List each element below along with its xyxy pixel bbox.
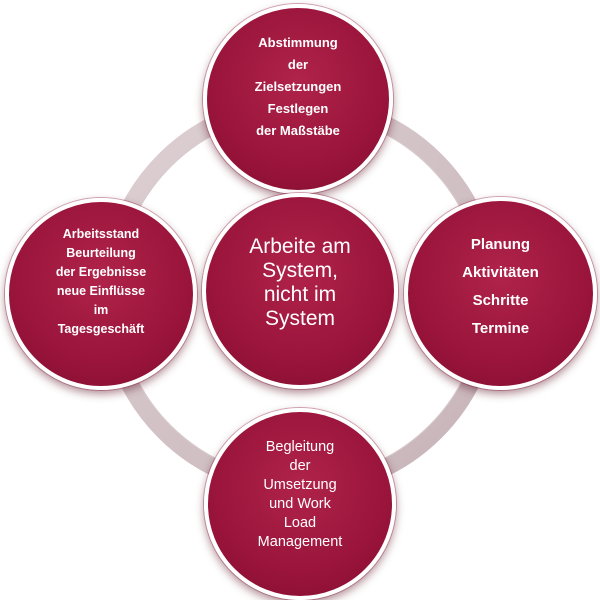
- node-center-principle-line: nicht im: [263, 283, 337, 306]
- node-implementation: Begleitung der Umsetzung und Work Load M…: [204, 408, 396, 600]
- node-center-principle-line: Arbeite am: [249, 235, 351, 258]
- node-implementation-text: Begleitung der Umsetzung und Work Load M…: [250, 438, 351, 552]
- node-status-review-line: im: [93, 303, 109, 317]
- node-status-review-line: der Ergebnisse: [55, 265, 147, 279]
- node-goal-setting-line: der: [287, 57, 309, 72]
- node-center-principle: Arbeite am System, nicht im System: [202, 193, 398, 389]
- node-status-review-line: Arbeitsstand: [62, 227, 140, 241]
- node-goal-setting-line: Zielsetzungen: [254, 79, 342, 94]
- node-status-review-line: Tagesgeschäft: [57, 322, 145, 336]
- node-implementation-line: und Work: [269, 496, 331, 512]
- node-planning-line: Termine: [471, 319, 530, 337]
- node-status-review-text: Arbeitsstand Beurteilung der Ergebnisse …: [48, 225, 154, 339]
- node-implementation-line: Load: [283, 515, 317, 531]
- node-planning-text: Planung Aktivitäten Schritte Termine: [454, 231, 547, 343]
- node-goal-setting: Abstimmung der Zielsetzungen Festlegen d…: [203, 4, 393, 194]
- node-center-principle-line: System,: [262, 259, 338, 282]
- node-center-principle-line: System: [264, 307, 335, 330]
- node-planning-line: Schritte: [472, 291, 529, 309]
- node-goal-setting-line: der Maßstäbe: [256, 123, 340, 138]
- node-goal-setting-line: Festlegen: [267, 101, 329, 116]
- node-center-principle-text: Arbeite am System, nicht im System: [241, 235, 359, 331]
- node-goal-setting-text: Abstimmung der Zielsetzungen Festlegen d…: [247, 32, 350, 142]
- node-implementation-line: Management: [257, 534, 343, 550]
- node-planning-line: Aktivitäten: [462, 263, 539, 281]
- node-status-review: Arbeitsstand Beurteilung der Ergebnisse …: [5, 198, 197, 390]
- node-implementation-line: der: [289, 458, 311, 474]
- node-goal-setting-line: Abstimmung: [258, 35, 338, 50]
- node-implementation-line: Begleitung: [265, 439, 335, 455]
- node-status-review-line: Beurteilung: [66, 246, 136, 260]
- node-status-review-line: neue Einflüsse: [56, 284, 146, 298]
- node-planning: Planung Aktivitäten Schritte Termine: [404, 197, 597, 390]
- node-planning-line: Planung: [470, 235, 531, 253]
- node-implementation-line: Umsetzung: [263, 477, 337, 493]
